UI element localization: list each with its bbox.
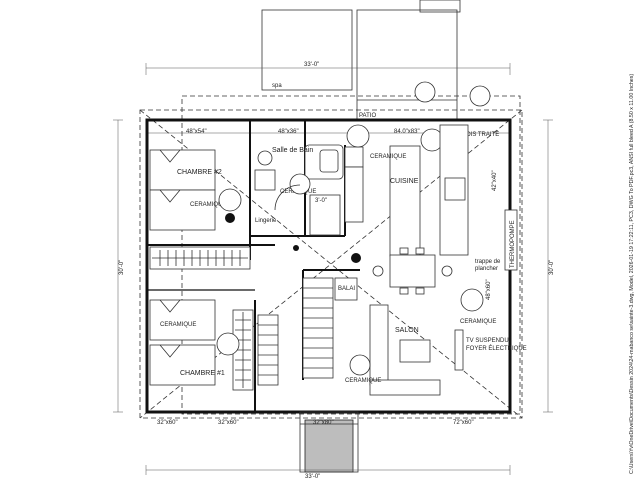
left-dimension-line bbox=[113, 119, 123, 413]
window-right-2: 48"x60" bbox=[486, 279, 492, 300]
ceramique-label-kitchen: CERAMIQUE bbox=[370, 154, 406, 160]
spa: spa bbox=[261, 9, 353, 91]
room-label-chambre-1: CHAMBRE #1 bbox=[180, 370, 225, 377]
ceiling-fan-salon bbox=[460, 288, 484, 312]
toilet-icon bbox=[257, 150, 273, 166]
shower-icon bbox=[319, 149, 339, 173]
bath-fan-icon bbox=[289, 173, 311, 195]
door-swing bbox=[274, 184, 301, 211]
top-dimension-line bbox=[145, 63, 511, 134]
staircase bbox=[257, 277, 334, 386]
plant-icon-2 bbox=[414, 81, 436, 103]
ceramique-label-salon: CERAMIQUE bbox=[460, 319, 496, 325]
smoke-detector-icon bbox=[225, 213, 235, 223]
window-top-3: 84.0"x83" bbox=[394, 129, 420, 135]
fan-icon-hall bbox=[293, 245, 299, 251]
bottom-dimension-line bbox=[145, 465, 511, 475]
dining-table bbox=[372, 247, 453, 295]
kitchen-island bbox=[389, 145, 421, 257]
room-label-salle-de-bain: Salle de Bain bbox=[272, 147, 313, 154]
tv-label-2: FOYER ÉLECTRIQUE bbox=[466, 345, 527, 352]
top-overall-dimension: 33'-0" bbox=[304, 62, 319, 68]
window-bottom-1: 32"x60" bbox=[157, 420, 178, 426]
vanity-icon bbox=[254, 169, 276, 191]
kitchen-counter-left bbox=[344, 166, 364, 223]
plant-icon bbox=[469, 85, 491, 107]
coffee-table bbox=[399, 339, 431, 363]
range-icon bbox=[344, 146, 364, 168]
balai-closet bbox=[334, 277, 358, 301]
file-path-label: C:\Users\Yv\OneDrive\Documents\Dessin 20… bbox=[629, 74, 635, 474]
tv-label-1: TV SUSPENDU bbox=[466, 338, 509, 344]
bed-chambre-1-top bbox=[149, 299, 216, 341]
patio-label: PATIO bbox=[359, 113, 376, 119]
trappe-label-1: trappe de bbox=[475, 259, 501, 265]
ceiling-fan-chambre-1 bbox=[216, 332, 240, 356]
bed-chambre-1-bottom bbox=[149, 344, 216, 386]
room-label-cuisine: CUISINE bbox=[390, 178, 419, 185]
ceiling-fan-chambre-2 bbox=[218, 188, 242, 212]
entry-steps bbox=[299, 411, 359, 473]
room-label-chambre-2: CHAMBRE #2 bbox=[177, 169, 222, 176]
ceramique-label-entry: CERAMIQUE bbox=[345, 378, 381, 384]
window-top-1: 48"x54" bbox=[186, 129, 207, 135]
window-right-1: 42"x40" bbox=[492, 170, 498, 191]
closet-3ft bbox=[309, 194, 341, 236]
plant-icon-salon bbox=[349, 354, 371, 376]
trappe-label-2: plancher bbox=[475, 266, 498, 272]
thermopompe-unit bbox=[504, 209, 518, 271]
sectional-sofa bbox=[369, 379, 441, 396]
right-dimension-line bbox=[543, 119, 553, 413]
spa-label: spa bbox=[272, 83, 282, 89]
window-bottom-door: 32"x80" bbox=[313, 420, 334, 426]
lingerie-label: Lingerie bbox=[255, 218, 277, 224]
balai-label: BALAI bbox=[338, 286, 355, 292]
ceiling-fan-kitchen bbox=[346, 124, 370, 148]
sink-icon bbox=[444, 177, 466, 201]
window-bottom-3: 72"x60" bbox=[453, 420, 474, 426]
window-top-2: 48"x36" bbox=[278, 129, 299, 135]
ceramique-label-chambre-1: CERAMIQUE bbox=[160, 322, 196, 328]
right-overall-dimension: 30'-0" bbox=[549, 260, 555, 275]
bois-traite-label: BOIS TRAITÉ bbox=[462, 131, 499, 138]
thermopompe-label: THERMOPOMPE bbox=[510, 220, 516, 268]
bed-chambre-2-bottom bbox=[149, 189, 216, 231]
ceramique-label-chambre-2: CERAMIQUE bbox=[190, 202, 226, 208]
sofa bbox=[369, 304, 389, 386]
fan-icon-dining bbox=[351, 253, 361, 263]
closet-dimension: 3'-0" bbox=[315, 198, 327, 204]
left-overall-dimension: 30'-0" bbox=[119, 260, 125, 275]
room-label-salon: SALON bbox=[395, 327, 419, 334]
tv-wall bbox=[454, 329, 464, 371]
patio-deck bbox=[356, 0, 461, 120]
bottom-overall-dimension: 33'-0" bbox=[305, 474, 320, 480]
window-bottom-2: 32"x60" bbox=[218, 420, 239, 426]
